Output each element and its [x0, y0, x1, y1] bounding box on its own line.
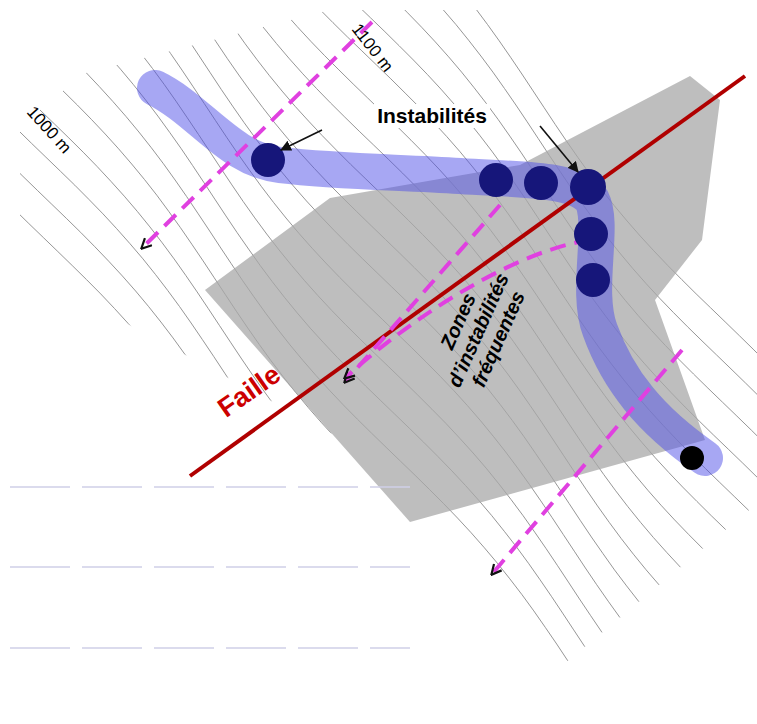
leader-lines: [281, 126, 578, 172]
elevation-label: 1000 m: [22, 103, 74, 158]
slope-arrows: [142, 22, 682, 574]
unstable-zone: [205, 76, 720, 522]
black-point: [680, 446, 704, 470]
blank-rows: [10, 487, 410, 648]
fault-line: [190, 76, 745, 476]
elevation-label: 1100 m: [348, 20, 397, 75]
instability-label: Instabilités: [374, 104, 490, 127]
instability-points: [251, 143, 610, 297]
stream-band: [155, 88, 705, 458]
